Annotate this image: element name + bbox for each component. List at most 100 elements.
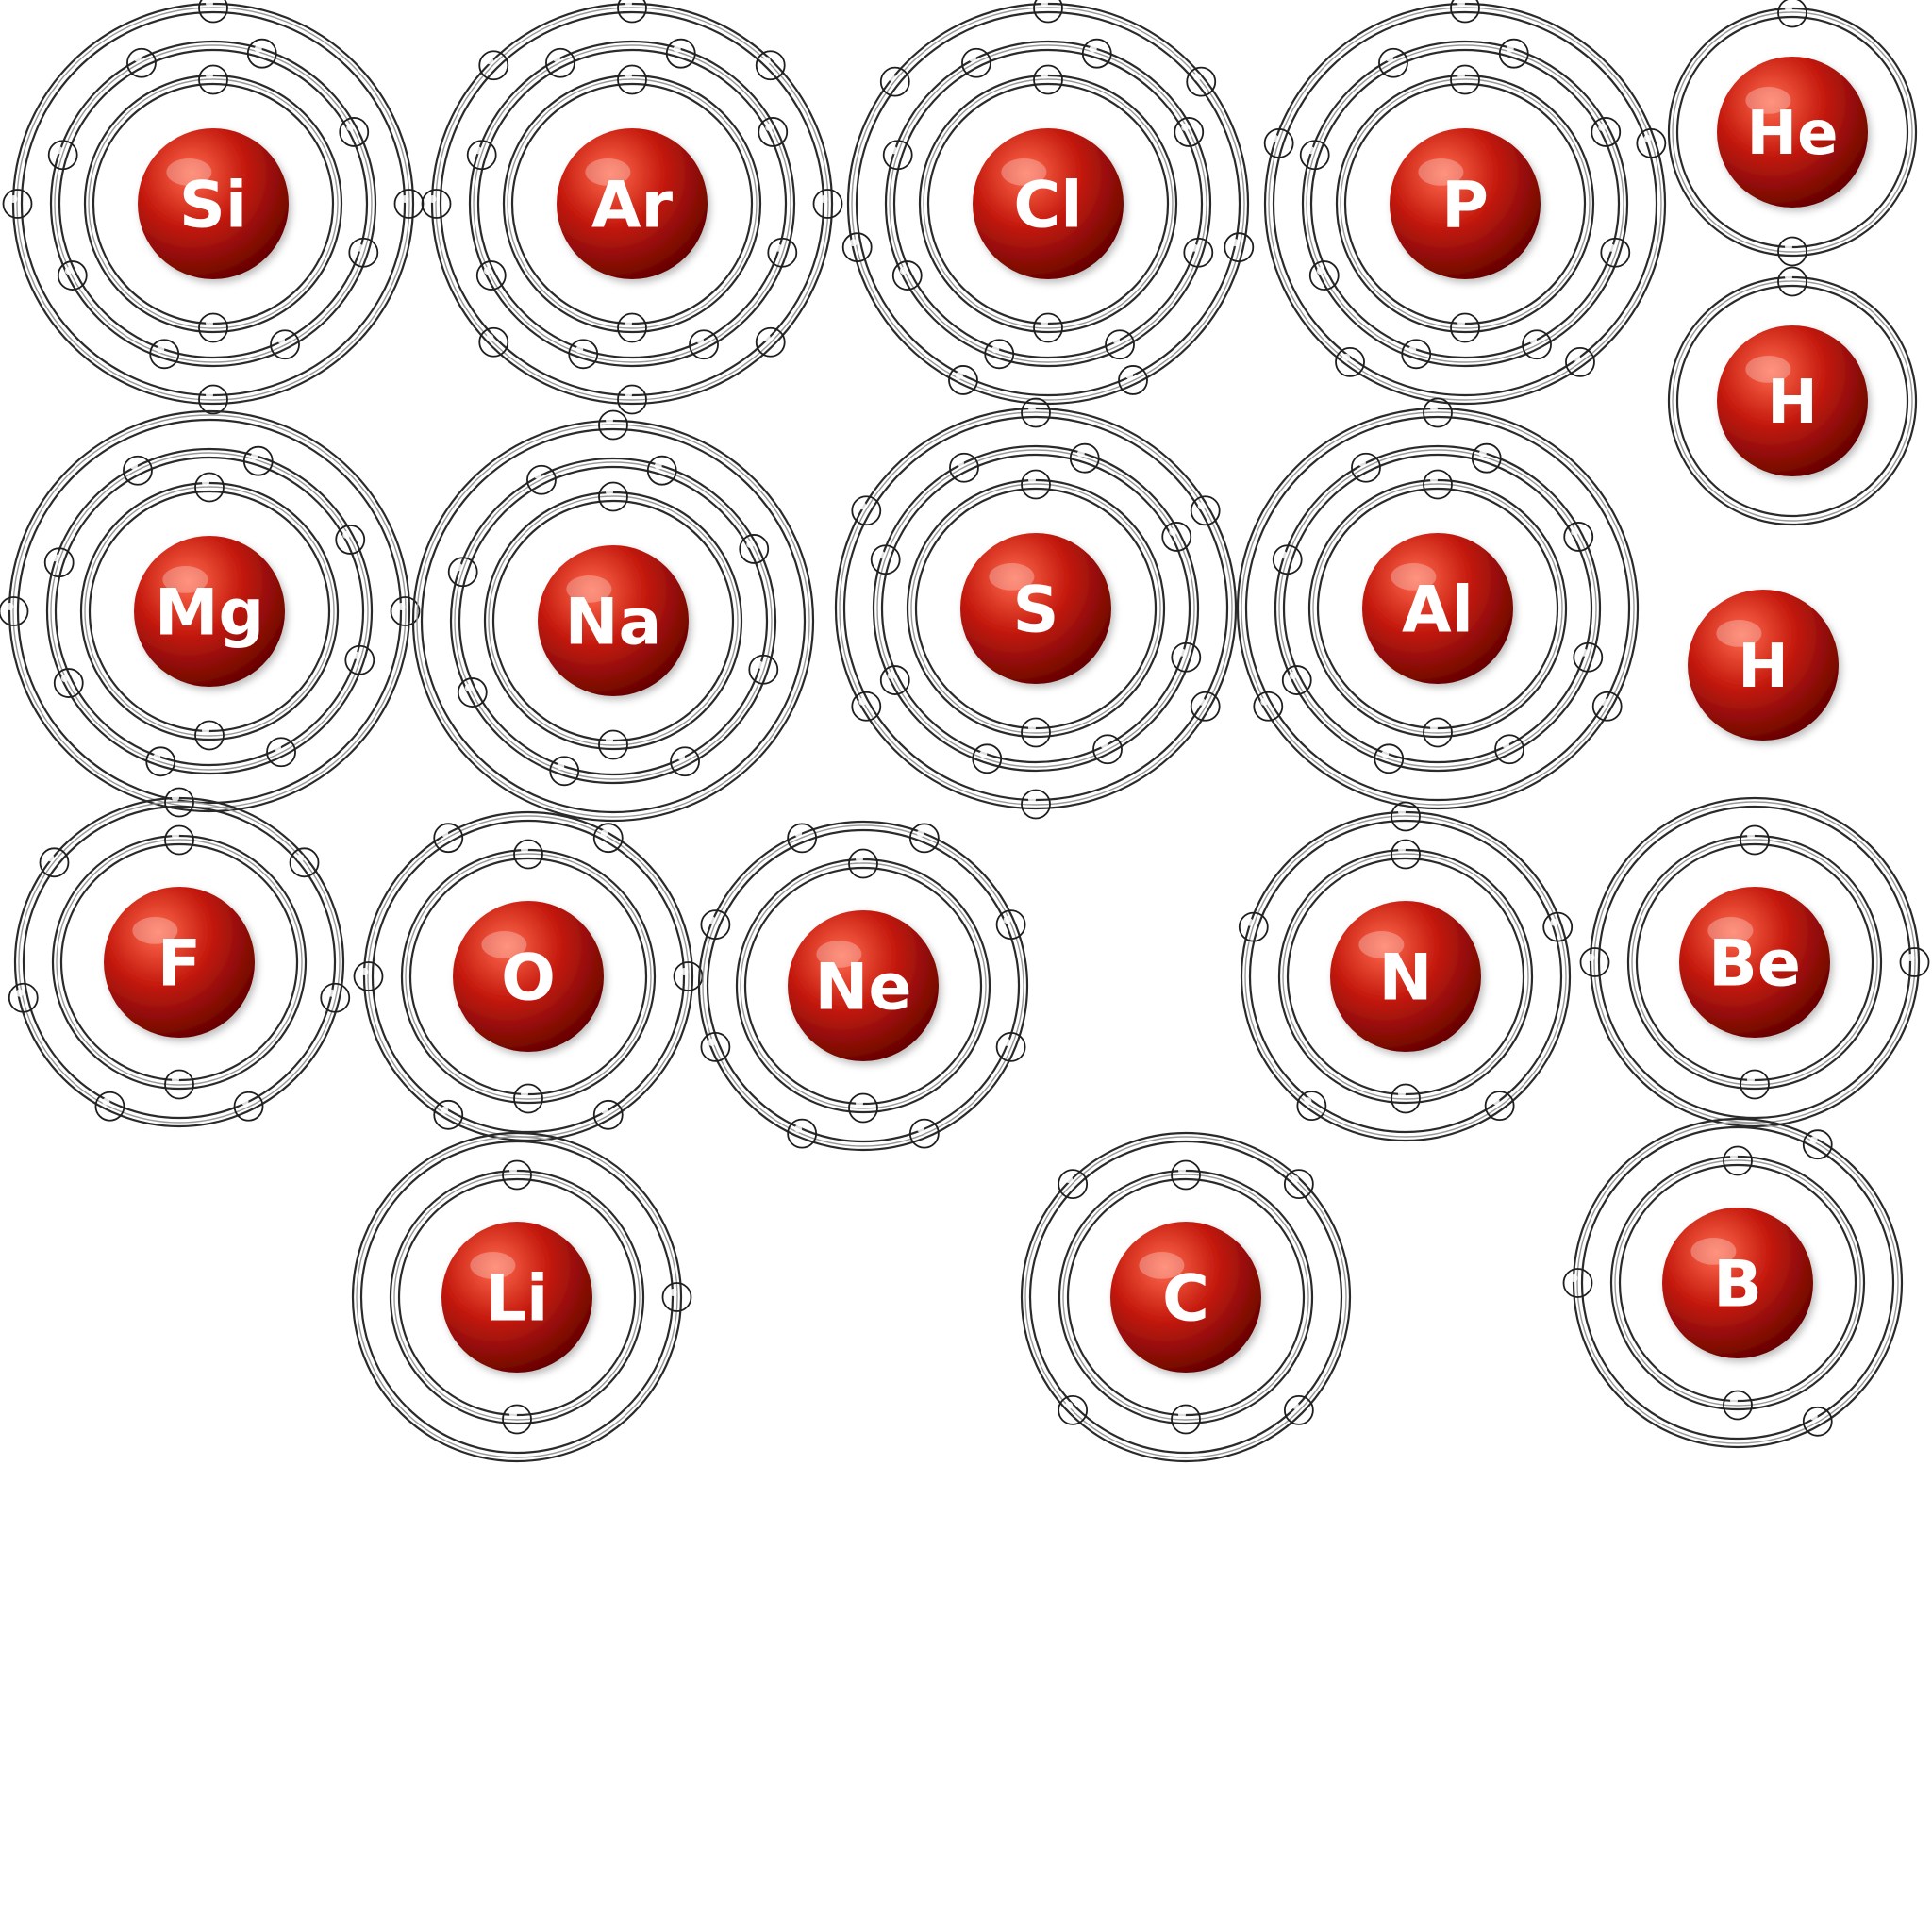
orbit-shell-2 <box>697 820 1029 1152</box>
electron <box>568 339 599 370</box>
orbit-shell-1 <box>1307 478 1568 739</box>
electron <box>739 534 770 564</box>
electron <box>1069 442 1100 474</box>
orbit-shell-3 <box>1236 407 1640 810</box>
electron <box>1802 1129 1833 1160</box>
electron <box>1171 641 1202 673</box>
electron <box>1058 1394 1089 1425</box>
electron <box>513 1083 543 1114</box>
nucleus <box>134 536 285 687</box>
element-symbol: H <box>1738 632 1789 702</box>
orbit-shell-2 <box>872 444 1200 773</box>
electron <box>891 260 923 291</box>
electron <box>1723 1145 1753 1176</box>
orbit-shell-1 <box>1058 1169 1314 1425</box>
electron <box>242 445 274 476</box>
electron <box>1033 312 1063 343</box>
electron <box>617 0 647 24</box>
orbit-shell-1 <box>83 74 343 334</box>
electron <box>787 1118 818 1149</box>
orbit-shell-2 <box>1301 40 1629 368</box>
atom-o: O <box>353 810 704 1142</box>
electron <box>961 47 991 78</box>
orbit-shell-1 <box>1667 275 1918 526</box>
element-symbol: H <box>1767 368 1818 438</box>
electron <box>1450 312 1480 343</box>
electron <box>995 1031 1026 1062</box>
electron <box>1171 1159 1201 1191</box>
nucleus <box>1688 590 1839 741</box>
electron <box>526 464 557 495</box>
electron <box>1092 734 1123 765</box>
electron <box>984 339 1015 370</box>
element-symbol: S <box>1013 574 1059 648</box>
electron <box>1498 38 1529 69</box>
orbit-shell-1 <box>918 74 1178 334</box>
electron <box>1224 232 1255 263</box>
electron <box>1391 839 1421 870</box>
element-symbol: O <box>501 941 556 1016</box>
nucleus <box>1717 325 1868 476</box>
element-symbol: Ne <box>814 951 911 1025</box>
electron <box>646 455 677 486</box>
atom-c: C <box>1020 1131 1352 1463</box>
orbit-shell-1 <box>1626 834 1883 1091</box>
element-symbol: Li <box>486 1262 549 1337</box>
electron <box>502 1404 532 1435</box>
electron <box>673 961 704 991</box>
electron <box>198 0 228 24</box>
electron <box>592 823 624 854</box>
electron <box>344 644 375 675</box>
electron <box>393 189 425 219</box>
electron <box>1272 544 1303 575</box>
electron <box>841 232 873 263</box>
electron <box>1740 824 1770 856</box>
element-symbol: Na <box>565 586 662 660</box>
element-symbol: Al <box>1402 574 1474 648</box>
electron <box>145 746 176 777</box>
electron <box>848 848 878 879</box>
atom-s: S <box>834 397 1238 820</box>
atom-al: Al <box>1236 397 1640 810</box>
electron <box>549 756 580 787</box>
electron <box>1186 66 1217 97</box>
electron <box>1033 0 1063 24</box>
element-symbol: Si <box>179 169 247 243</box>
electron <box>421 189 452 219</box>
electron <box>995 909 1026 941</box>
electron <box>1423 469 1453 500</box>
nucleus <box>538 545 689 696</box>
electron <box>194 720 225 751</box>
electron <box>908 1118 940 1149</box>
element-symbol: He <box>1747 99 1839 169</box>
element-symbol: Cl <box>1013 169 1082 243</box>
nucleus <box>441 1222 592 1373</box>
electron <box>972 743 1003 774</box>
nucleus <box>557 128 708 279</box>
electron <box>1021 397 1051 428</box>
electron <box>1777 266 1807 297</box>
electron <box>246 38 277 69</box>
electron <box>879 665 910 695</box>
electron <box>1081 38 1112 69</box>
nucleus <box>973 128 1124 279</box>
nucleus <box>960 533 1111 684</box>
electron <box>43 547 75 578</box>
element-symbol: B <box>1713 1248 1762 1323</box>
electron <box>53 668 84 698</box>
nucleus <box>1110 1222 1261 1373</box>
electron <box>1450 0 1480 24</box>
nucleus <box>1679 887 1830 1038</box>
electron <box>1299 140 1330 171</box>
electron <box>870 544 901 575</box>
electron <box>1899 947 1930 977</box>
atom-si: Si <box>2 0 425 415</box>
atom-li: Li <box>351 1131 692 1463</box>
electron <box>2 189 33 219</box>
atom-na: Na <box>411 409 815 823</box>
electron <box>1118 365 1148 395</box>
electron <box>1374 743 1405 774</box>
electron <box>767 237 798 268</box>
electron <box>1351 452 1381 483</box>
electron <box>851 495 882 526</box>
